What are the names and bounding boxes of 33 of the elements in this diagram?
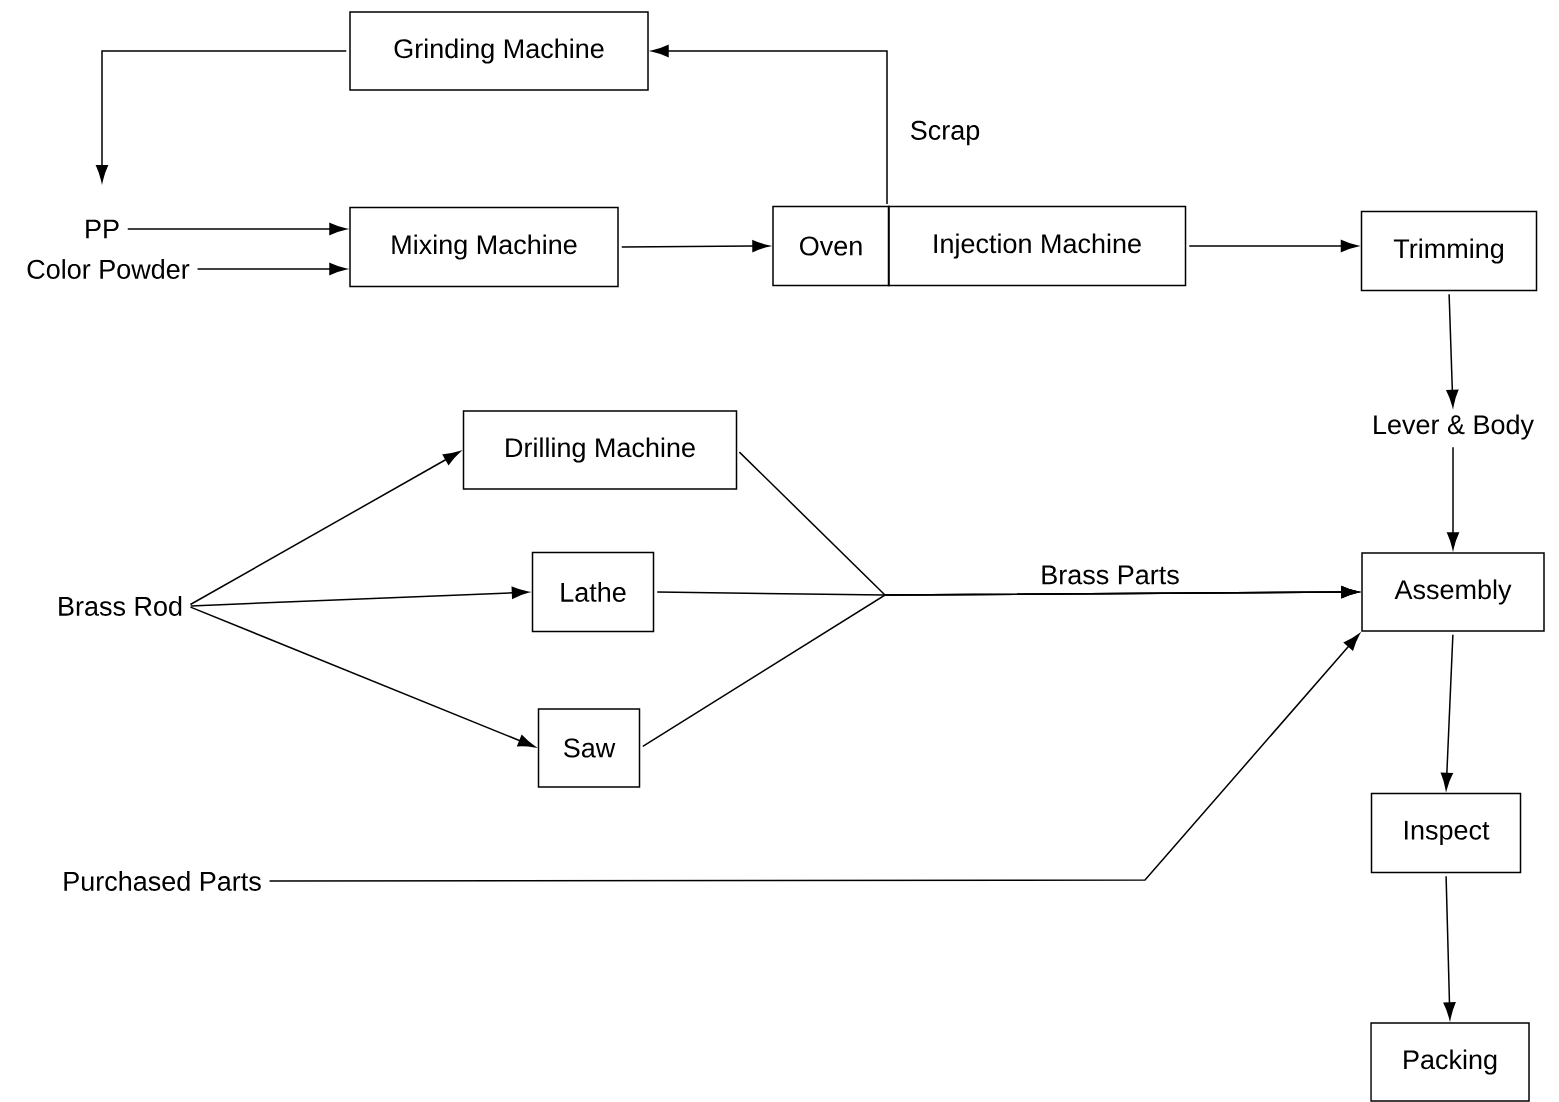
input-label: PP xyxy=(86,219,119,239)
process-box: Saw xyxy=(537,708,641,788)
arrow xyxy=(1440,634,1454,790)
input-label: Purchased Parts xyxy=(64,871,261,891)
process-box: Drilling Machine xyxy=(462,410,738,490)
arrow xyxy=(96,50,347,183)
process-box: Mixing Machine xyxy=(349,206,619,288)
process-box: Trimming xyxy=(1360,210,1538,292)
arrow xyxy=(1443,875,1456,1020)
arrow xyxy=(268,633,1360,882)
arrow xyxy=(642,586,1359,748)
arrow xyxy=(190,586,529,607)
process-box: Injection Machine xyxy=(887,205,1187,287)
process-box: Packing xyxy=(1370,1022,1530,1102)
arrow xyxy=(189,606,536,748)
arrow xyxy=(1446,293,1459,407)
process-box: Lathe xyxy=(531,551,655,633)
arrow xyxy=(651,44,888,205)
process-box: Oven xyxy=(772,205,890,287)
edge-label: Scrap xyxy=(907,118,983,148)
arrow xyxy=(1447,446,1460,550)
edge-label: Brass Parts xyxy=(1038,563,1182,587)
product-label: Lever & Body xyxy=(1374,414,1534,440)
process-box: Assembly xyxy=(1361,552,1545,632)
input-label: Color Powder xyxy=(27,259,190,279)
process-box: Inspect xyxy=(1370,792,1522,874)
arrow xyxy=(1188,239,1358,253)
arrow xyxy=(196,262,347,276)
arrow xyxy=(189,451,461,606)
process-box: Grinding Machine xyxy=(349,11,649,91)
arrow xyxy=(127,222,347,236)
arrow xyxy=(621,240,770,253)
input-label: Brass Rod xyxy=(59,596,182,616)
